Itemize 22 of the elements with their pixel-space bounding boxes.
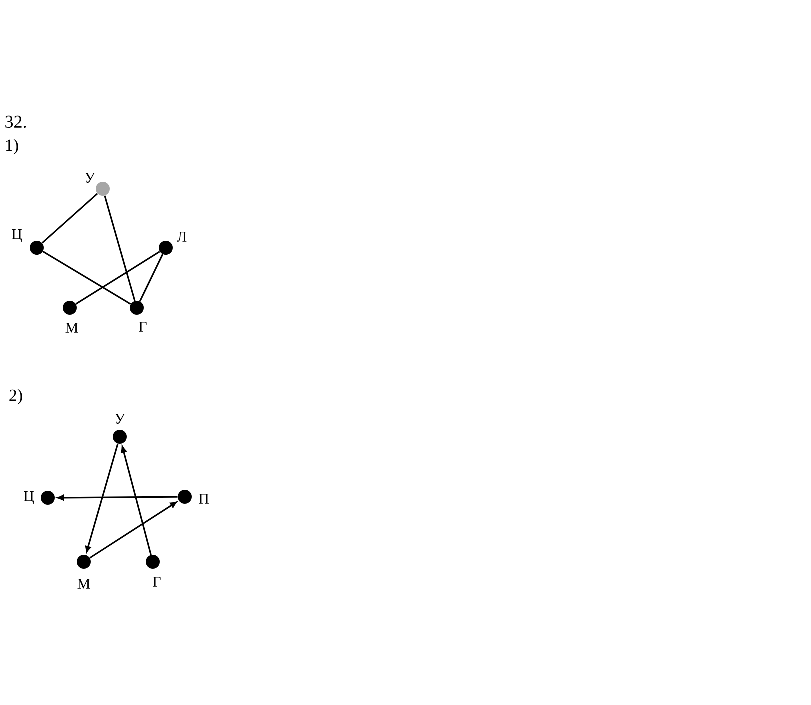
arrow: [90, 502, 178, 559]
vertex-letter: Г: [153, 577, 161, 587]
vertex-letter: У: [115, 414, 126, 424]
vertex-letter: Л: [177, 232, 187, 242]
line: [104, 196, 136, 302]
item-number: 1): [6, 139, 18, 155]
vertex-letter: У: [85, 173, 96, 183]
vertex-letter: Г: [139, 322, 147, 332]
vertex-letter: П: [199, 494, 209, 504]
vertex-letter: Ц: [12, 230, 22, 243]
line: [139, 254, 164, 302]
arrow: [121, 446, 152, 556]
item-number: 32.: [6, 116, 26, 128]
line: [76, 251, 160, 305]
arrow: [85, 444, 119, 553]
line: [42, 251, 132, 305]
vertex-letter: М: [78, 579, 90, 589]
line: [42, 193, 98, 244]
item-number: 2): [10, 389, 22, 405]
vertex-letter: М: [66, 323, 78, 333]
arrow: [58, 495, 178, 501]
vertex-letter: Ц: [24, 492, 34, 505]
